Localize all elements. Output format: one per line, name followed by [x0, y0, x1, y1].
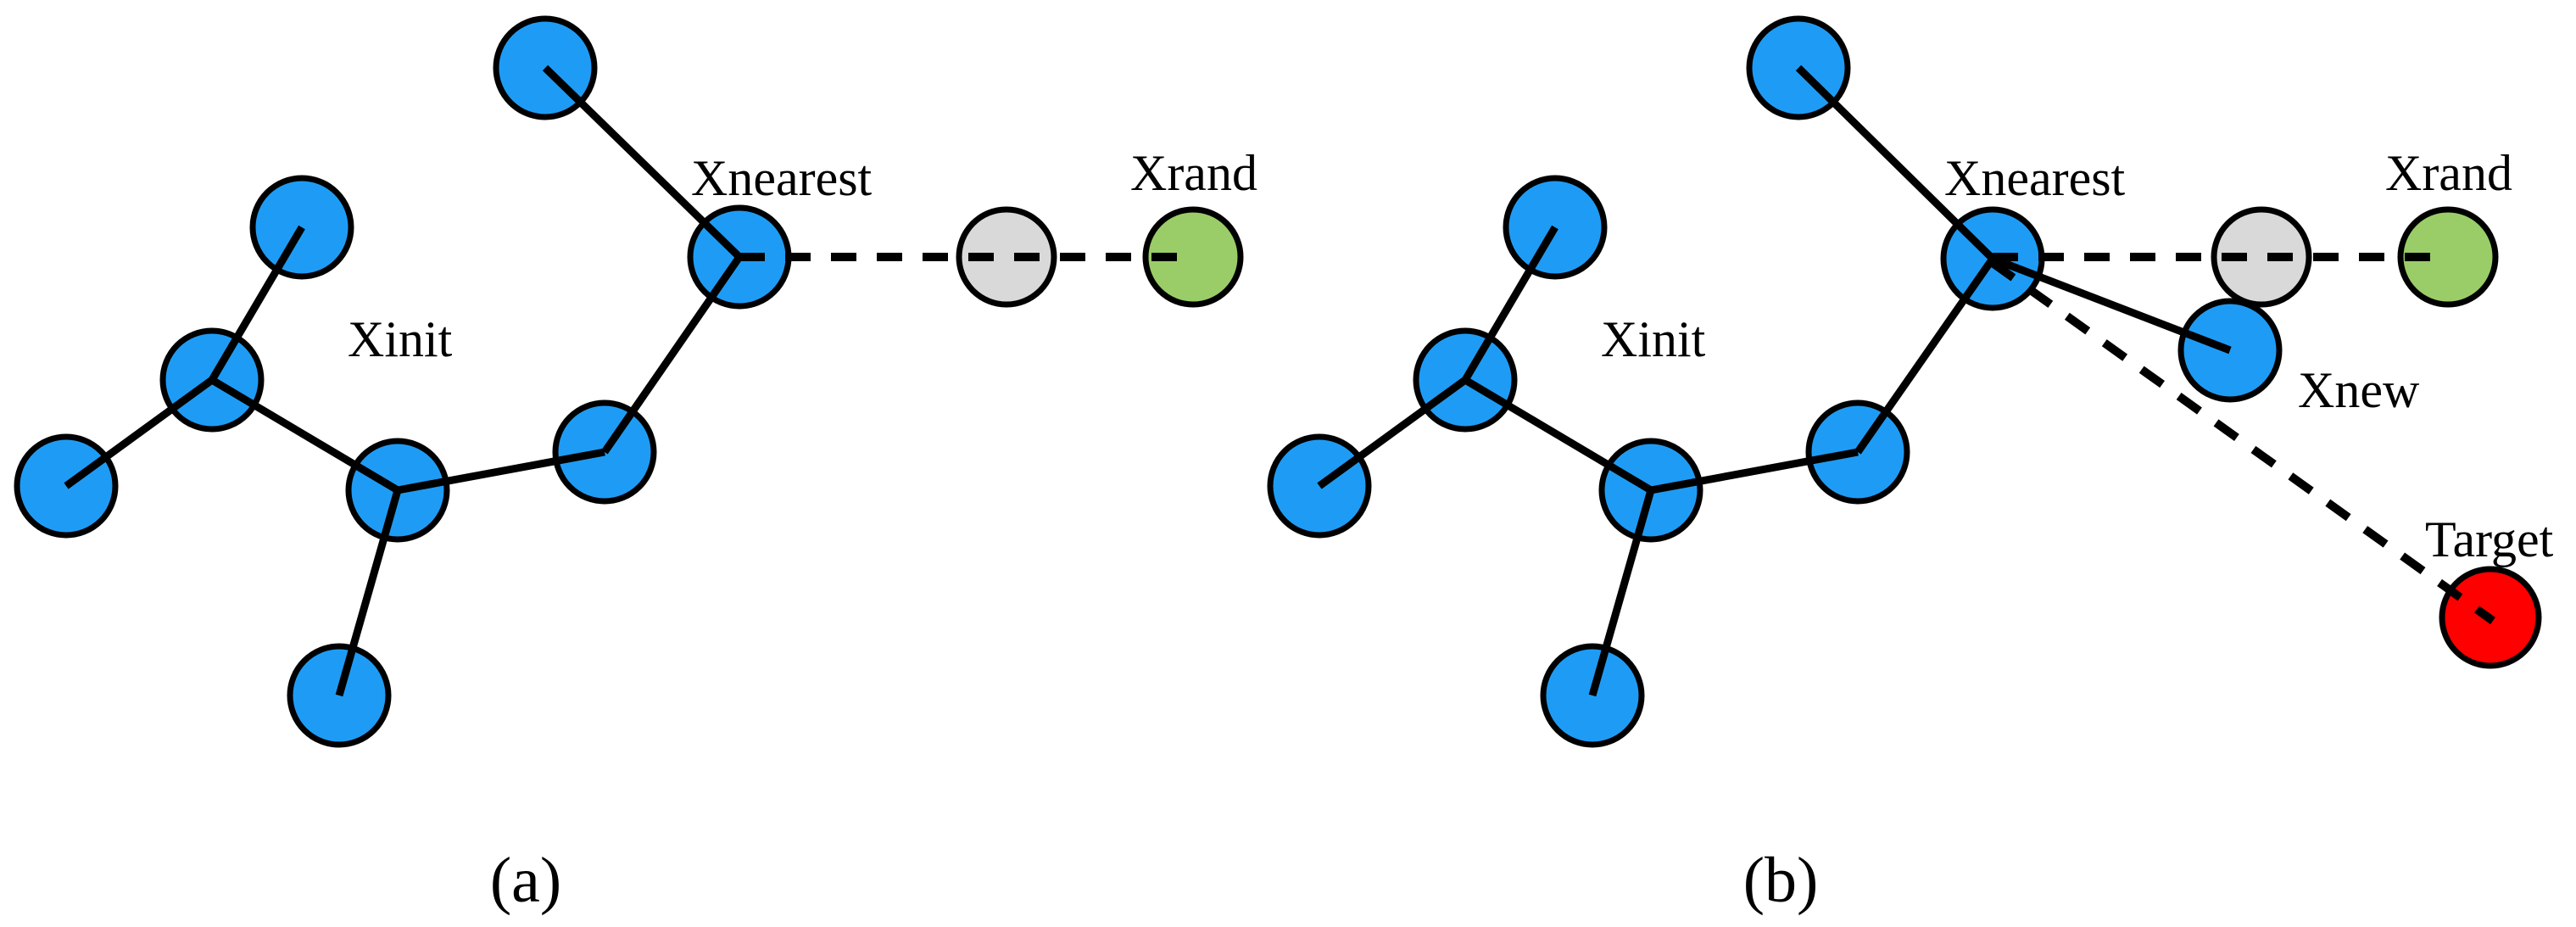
edge-xinit-to-bottom	[1588, 489, 1655, 697]
panel-b-node-sampled-gray[interactable]	[2211, 206, 2312, 308]
edge-xnearest-to-xnew	[1991, 254, 2232, 355]
edge-branch-to-farleft	[64, 377, 215, 489]
edge-branch-to-farleft	[1317, 377, 1468, 489]
panel-a-nodes	[14, 15, 1244, 748]
edge-upperleft-to-branch	[209, 225, 305, 383]
render-root: XnearestXinitXrand(a)XnearestXinitXrandX…	[14, 15, 2554, 916]
panel-b-label-xinit: Xinit	[1601, 311, 1706, 367]
edge-branch-to-xinit	[209, 377, 400, 494]
edge-top-to-xnearest	[1795, 64, 1996, 262]
edge-branch-to-xinit	[1463, 377, 1653, 494]
panel-b-node-xrand-green[interactable]	[2397, 206, 2499, 308]
panel-b-label-target: Target	[2425, 511, 2554, 567]
panel-a-label-xrand: Xrand	[1130, 145, 1257, 201]
edge-upperleft-to-branch	[1462, 225, 1558, 383]
panel-a-node-sampled-gray[interactable]	[956, 206, 1057, 308]
panel-b-caption: (b)	[1743, 845, 1819, 916]
panel-b-label-xnew: Xnew	[2298, 362, 2420, 418]
panel-b-label-xrand: Xrand	[2385, 145, 2512, 201]
panel-a-label-xnearest: Xnearest	[691, 150, 873, 206]
panel-b-dashed-edges	[1990, 253, 2495, 625]
panel-a-edges	[64, 64, 743, 697]
panel-a-node-xrand-green[interactable]	[1142, 206, 1244, 308]
panel-a-caption: (a)	[490, 845, 561, 916]
edge-midright-to-xnearest	[1854, 256, 1996, 455]
edge-top-to-xnearest	[542, 64, 743, 260]
panel-b-label-xnearest: Xnearest	[1944, 150, 2126, 206]
edge-xinit-to-bottom	[335, 489, 402, 697]
panel-a-label-xinit: Xinit	[348, 311, 453, 367]
edge-xinit-to-midright	[397, 448, 605, 494]
edge-midright-to-xnearest	[601, 254, 743, 455]
dashed-xnearest-to-target	[1990, 259, 2495, 625]
edge-xinit-to-midright	[1650, 448, 1859, 494]
panel-b-edges	[1317, 64, 2232, 697]
